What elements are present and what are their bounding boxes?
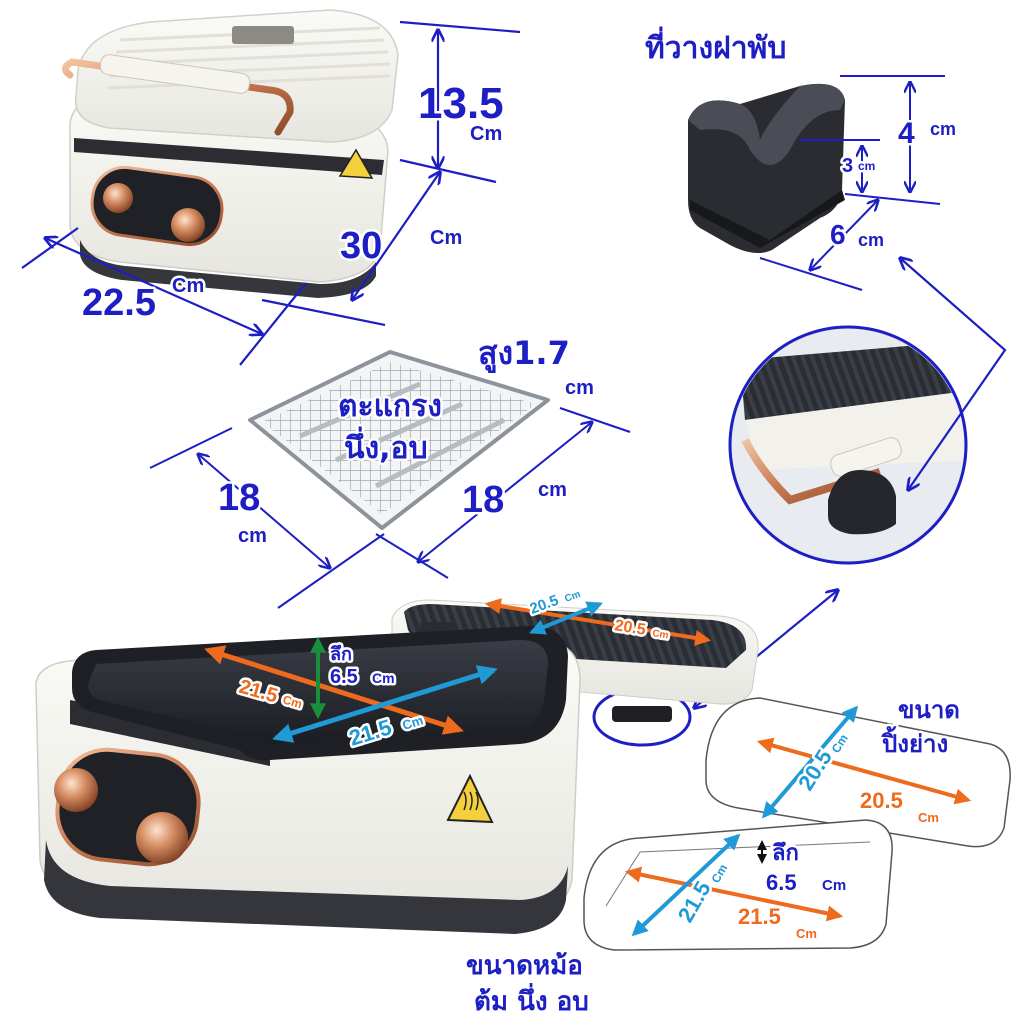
grill-len-b-unit: Cm — [652, 628, 670, 641]
grill-len-a-unit: Cm — [563, 589, 582, 605]
pot-panel-depth-label: ลึก — [772, 841, 799, 866]
stand-inner-unit: cm — [858, 159, 875, 173]
grill-panel-title-line1: ขนาด — [898, 696, 960, 724]
pot-panel-depth-unit: Cm — [822, 877, 846, 894]
pot-panel-caption-line1: ขนาดหม้อ — [466, 951, 583, 981]
pot-panel-side-unit: Cm — [796, 926, 817, 941]
rack-right-unit: cm — [538, 479, 567, 501]
height-value-label: 13.5 — [418, 79, 504, 128]
width-value-label: 22.5 — [82, 282, 156, 324]
open-depth-value: 6.5 — [330, 666, 358, 688]
height-unit-label: Cm — [470, 123, 502, 145]
lid-stand-illustration — [688, 83, 845, 254]
rack-title-line2: นึ่ง,อบ — [344, 426, 428, 466]
hot-surface-warning-icon-open — [446, 773, 494, 824]
rack-height-label: สูง1.7 — [478, 334, 570, 374]
width-unit-label: Cm — [172, 275, 204, 297]
grill-panel-side-value: 20.5 — [860, 788, 903, 813]
grill-panel-title-line2: ปิ้งย่าง — [881, 725, 948, 758]
grill-panel-side-unit: Cm — [918, 810, 939, 825]
stand-width-unit: cm — [858, 230, 884, 250]
depth-value-label: 30 — [340, 225, 382, 267]
lid-stand-title: ที่วางฝาพับ — [645, 26, 786, 66]
stand-height-value: 4 — [898, 117, 915, 150]
open-unit-dimensions — [204, 598, 712, 743]
grill-size-panel — [705, 697, 1011, 848]
rack-title-line1: ตะแกรง — [338, 389, 442, 424]
rack-left-unit: cm — [238, 525, 267, 547]
steam-rack-illustration — [248, 350, 550, 530]
rack-dimensions — [149, 407, 631, 609]
rack-left-value: 18 — [218, 477, 260, 519]
open-depth-unit: Cm — [372, 670, 395, 686]
stand-height-unit: cm — [930, 119, 956, 139]
closed-unit-dimensions — [21, 20, 521, 366]
rack-height-unit: cm — [565, 377, 594, 399]
lid-stand-dimensions — [759, 75, 945, 291]
brand-logo — [232, 26, 294, 44]
pot-panel-caption-line2: ต้ม นึ่ง อบ — [474, 982, 589, 1017]
pot-panel-depth-value: 6.5 — [766, 870, 797, 895]
rack-right-value: 18 — [462, 479, 504, 521]
depth-unit-label: Cm — [430, 227, 462, 249]
closed-cooker-illustration — [62, 9, 399, 298]
pot-size-panel — [583, 819, 893, 951]
pot-panel-side-value: 21.5 — [738, 904, 781, 929]
stand-width-value: 6 — [830, 219, 846, 250]
open-depth-label: ลึก — [330, 644, 352, 665]
stand-inner-value: 3 — [842, 155, 853, 177]
